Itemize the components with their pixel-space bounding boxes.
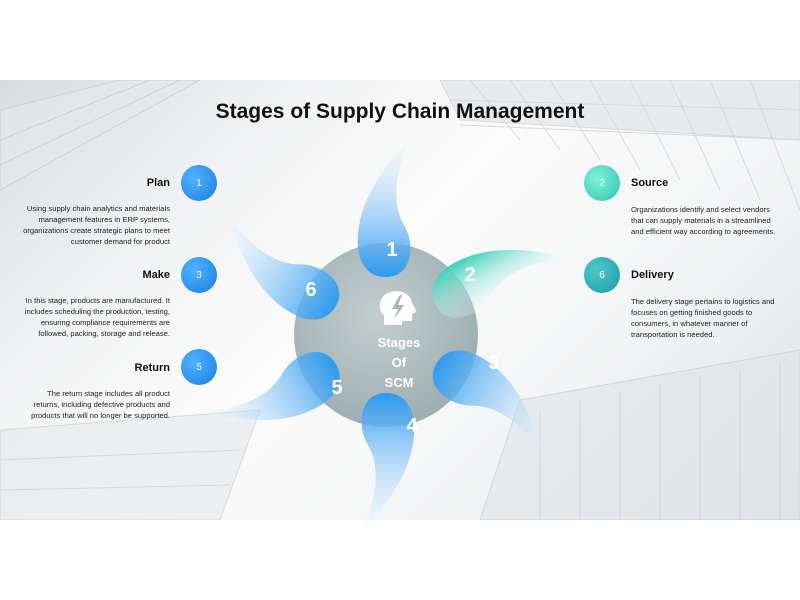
stage-badge-source: 2 [584,165,620,201]
center-label-line1: Stages [378,335,421,350]
petal-4 [361,393,415,531]
petal-1 [357,139,411,277]
center-label-line3: SCM [385,375,414,390]
stage-heading-source: Source [631,177,669,189]
stage-badge-make: 3 [181,257,217,293]
petal-number-6: 6 [305,279,316,301]
head-lightning-icon [379,291,416,325]
petal-2 [432,249,568,318]
stage-badge-delivery: 6 [584,257,620,293]
building-background [0,80,800,520]
stage-heading-make: Make [142,269,170,281]
petal-3 [432,350,544,454]
stage-heading-return: Return [134,362,170,374]
petal-5 [204,352,340,421]
stage-text-delivery: The delivery stage pertains to logistics… [631,297,775,339]
center-label-line2: Of [392,355,407,370]
stage-text-plan: Using supply chain analytics and materia… [23,204,170,246]
stage-heading-plan: Plan [146,177,170,189]
center-circle [294,243,478,427]
stage-text-make: In this stage, products are manufactured… [24,296,170,338]
petal-number-3: 3 [488,352,499,374]
stage-text-source: Organizations identify and select vendor… [631,205,776,236]
stage-badge-plan: 1 [181,165,217,201]
petal-number-5: 5 [331,377,342,399]
page-title: Stages of Supply Chain Management [215,100,585,123]
petal-6 [228,216,340,320]
petal-number-2: 2 [464,264,475,286]
stage-heading-delivery: Delivery [631,269,674,281]
petal-number-4: 4 [406,415,418,437]
petal-number-1: 1 [386,239,397,261]
stage-badge-return: 5 [181,349,217,385]
